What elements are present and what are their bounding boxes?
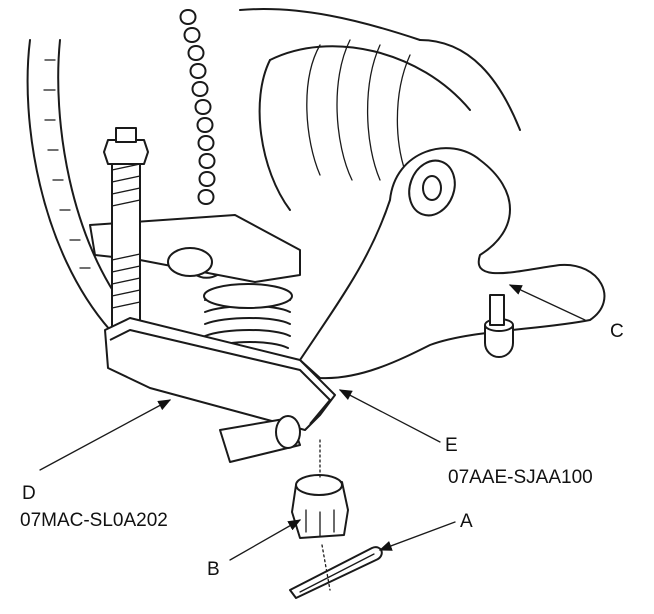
label-d: D <box>22 483 36 504</box>
label-d-part-number: 07MAC-SL0A202 <box>20 510 168 531</box>
cotter-pin <box>289 546 383 599</box>
lower-control-arm <box>299 147 606 380</box>
leader-c <box>508 284 586 321</box>
label-b: B <box>207 559 220 580</box>
center-line <box>319 439 331 591</box>
brake-disc <box>26 39 131 331</box>
castle-nut <box>291 474 349 539</box>
leader-d <box>39 399 172 471</box>
leader-b <box>229 519 302 561</box>
label-a: A <box>460 511 473 532</box>
label-e: E <box>445 435 458 456</box>
leader-e <box>338 389 441 443</box>
leader-a <box>378 521 456 551</box>
label-c: C <box>610 321 624 342</box>
ball-joint-remover-tool <box>89 127 336 463</box>
cv-boot <box>239 8 521 211</box>
label-e-part-number: 07AAE-SJAA100 <box>448 467 593 488</box>
